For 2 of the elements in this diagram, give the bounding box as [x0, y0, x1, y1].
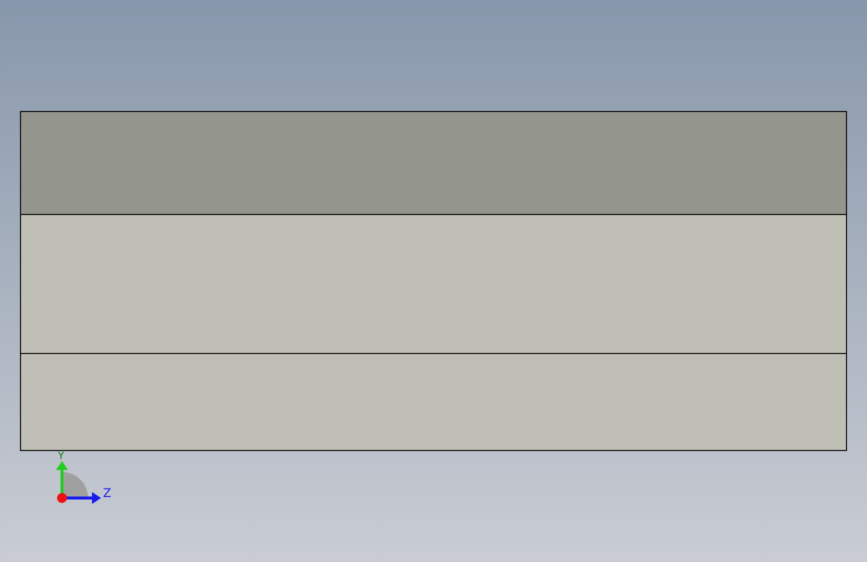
axis-label: Y	[58, 452, 64, 462]
axis-label: Z	[103, 487, 112, 499]
